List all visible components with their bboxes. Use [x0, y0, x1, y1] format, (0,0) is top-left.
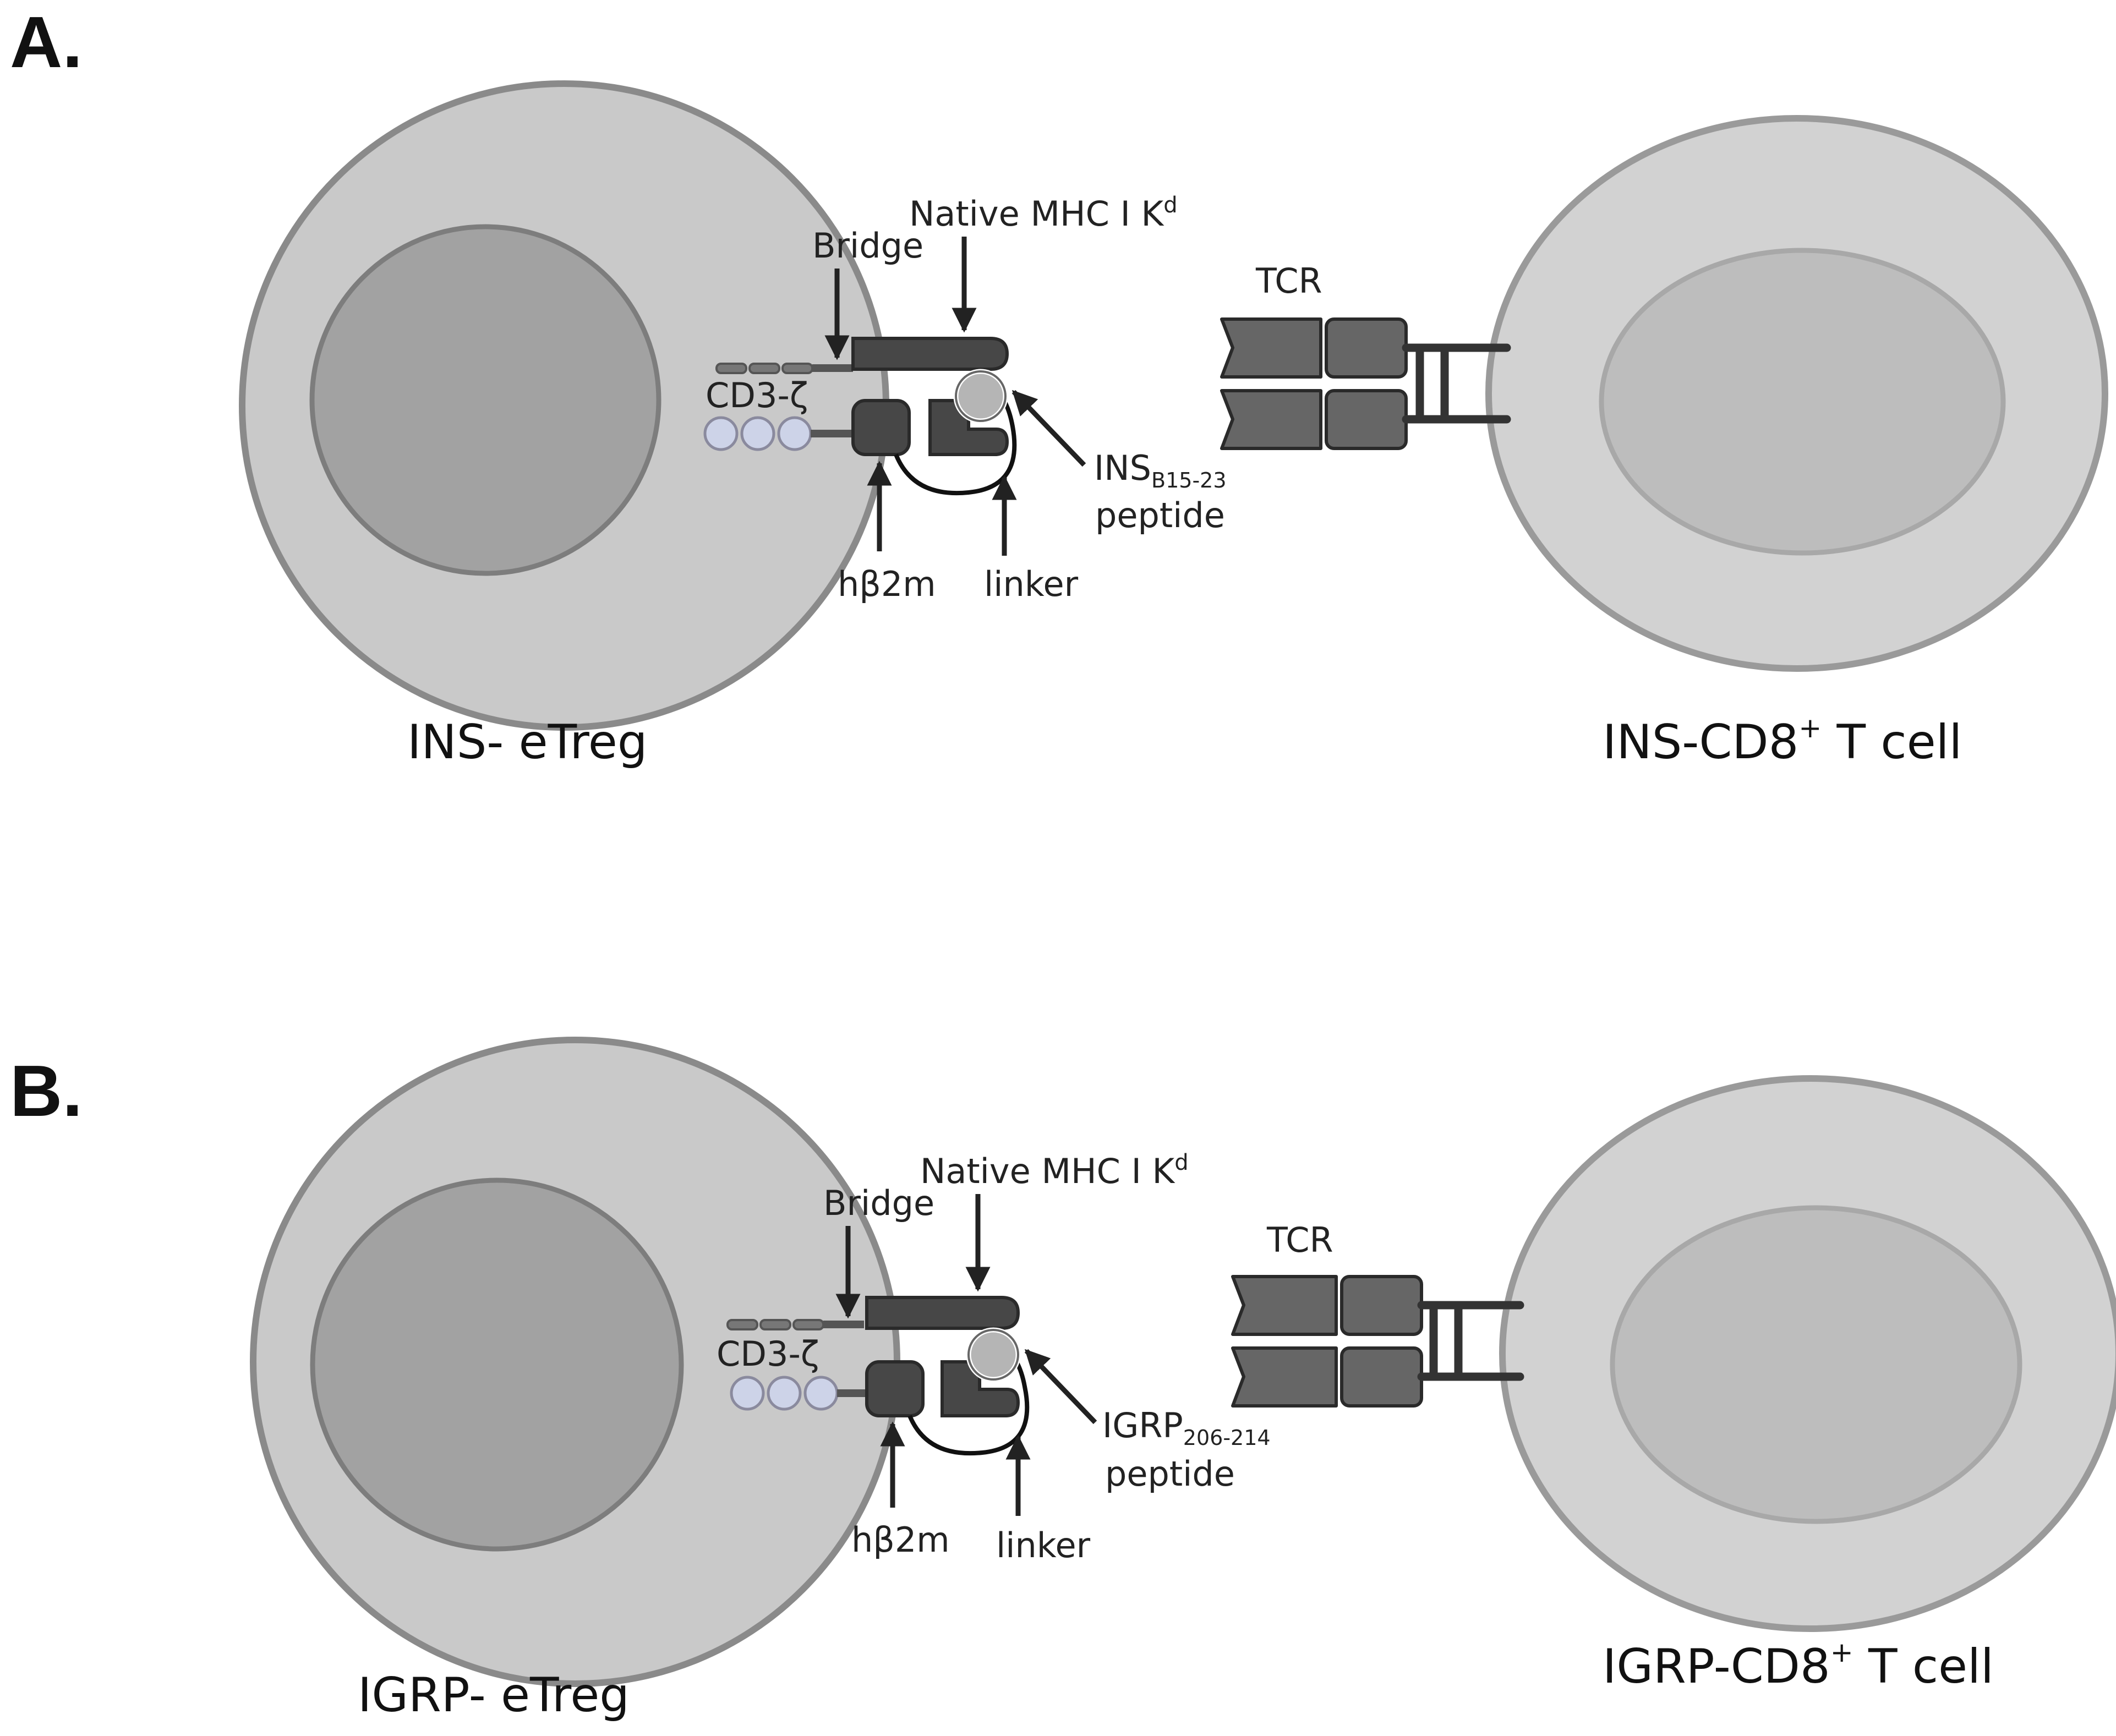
cd3-zeta-tail	[726, 1319, 867, 1411]
tcr-label: TCR	[1255, 261, 1322, 301]
peptide-outline	[967, 1329, 1019, 1381]
cd3-itam-circle	[767, 1376, 802, 1411]
panel-a: A. INS- eTreg INS-CD8+ T cell CD3-ζ	[10, 2, 2108, 770]
cd3-segment	[792, 1319, 824, 1330]
tcell-label: IGRP-CD8+ T cell	[1603, 1636, 1994, 1694]
b2m-domain	[851, 399, 911, 456]
mhc-alpha3-domain	[928, 399, 1009, 456]
cd3-zeta-label: CD3-ζ	[706, 375, 808, 415]
cd3-segment	[759, 1319, 791, 1330]
tcr-chain	[1220, 317, 1322, 379]
peptide-word-label: peptide	[1105, 1454, 1235, 1494]
cd3-segment	[781, 363, 813, 374]
cd3-segment	[748, 363, 780, 374]
etreg-cell	[239, 80, 889, 731]
panel-label: B.	[10, 1050, 83, 1131]
tcr	[1220, 317, 1511, 450]
bridge-label: Bridge	[812, 226, 923, 266]
cd8-t-cell	[1499, 1075, 2116, 1632]
tcell-label: INS-CD8+ T cell	[1603, 712, 1962, 770]
cd3-zeta-tail	[703, 363, 853, 451]
mhc-heavy-chain	[851, 337, 1009, 371]
cd3-segment	[726, 1319, 758, 1330]
cd3-segment	[715, 363, 747, 374]
tcr-constant-domain	[1340, 1346, 1423, 1408]
mhc-heavy-chain	[865, 1296, 1020, 1330]
linker-label: linker	[996, 1525, 1091, 1565]
panel-label: A.	[10, 2, 83, 83]
cd3-zeta-label: CD3-ζ	[717, 1334, 819, 1374]
tcr	[1231, 1275, 1524, 1408]
peptide-label: IGRP206-214	[1102, 1405, 1271, 1450]
etreg-cell	[250, 1037, 900, 1687]
b2m-label: hβ2m	[838, 564, 936, 604]
peptide-arrow	[1011, 390, 1086, 467]
tcr-constant-domain	[1325, 389, 1408, 450]
peptide-arrow	[1024, 1349, 1097, 1425]
panel-b: B. IGRP- eTreg IGRP-CD8+ T cell CD3-ζ	[10, 1037, 2116, 1723]
mhc-construct	[865, 1296, 1030, 1456]
mhc-construct	[851, 337, 1017, 496]
b2m-domain	[865, 1360, 925, 1417]
tcr-chain	[1231, 1275, 1338, 1336]
cd3-itam-circle	[740, 416, 775, 451]
tcr-chain	[1220, 389, 1322, 450]
etreg-label: INS- eTreg	[407, 715, 647, 770]
tcell-nucleus	[1599, 248, 2006, 556]
mhc-label: Native MHC I Kd	[909, 193, 1178, 234]
cd3-itam-circle	[777, 416, 812, 451]
b2m-label: hβ2m	[851, 1520, 950, 1560]
tcr-constant-domain	[1340, 1275, 1423, 1336]
etreg-nucleus	[310, 1178, 684, 1552]
cd8-t-cell	[1485, 115, 2108, 672]
tcr-constant-domain	[1325, 317, 1408, 379]
cd3-itam-circle	[703, 416, 739, 451]
mhc-alpha3-domain	[941, 1360, 1020, 1417]
bridge-label: Bridge	[823, 1183, 934, 1223]
tcr-label: TCR	[1266, 1220, 1333, 1260]
etreg-label: IGRP- eTreg	[358, 1668, 630, 1723]
peptide-label: INSB15-23	[1094, 448, 1227, 492]
cd3-itam-circle	[803, 1376, 839, 1411]
peptide-word-label: peptide	[1095, 495, 1225, 535]
etreg-nucleus	[309, 224, 661, 576]
peptide-outline	[955, 370, 1007, 422]
mhc-label: Native MHC I Kd	[920, 1150, 1189, 1191]
tcell-nucleus	[1610, 1205, 2022, 1524]
linker-label: linker	[984, 564, 1079, 604]
cd3-itam-circle	[730, 1376, 765, 1411]
tcr-chain	[1231, 1346, 1338, 1408]
